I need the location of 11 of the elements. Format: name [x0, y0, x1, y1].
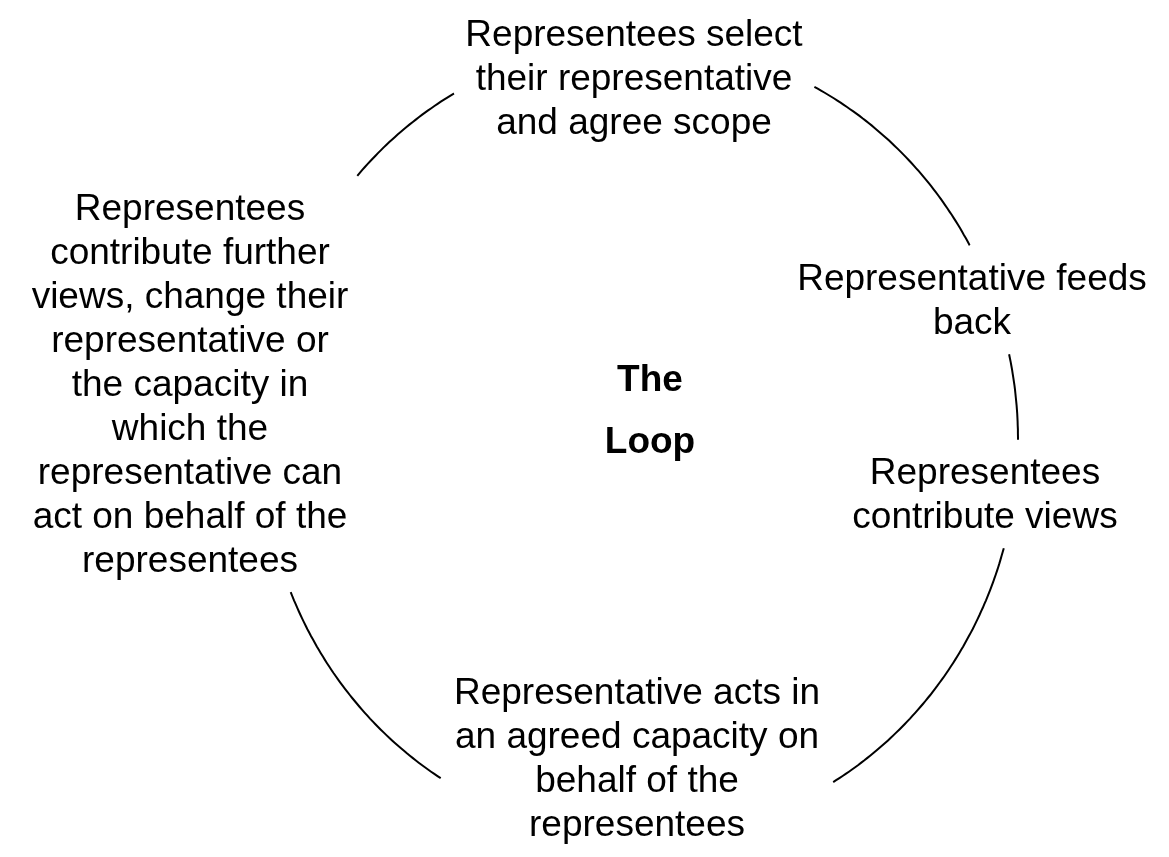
- connector-arc: [832, 547, 1005, 784]
- connector-arc: [356, 92, 455, 177]
- step-text: Representees contribute further views, change their representative or the capacity in which the representative can act on behalf of the representees: [31, 186, 349, 582]
- step-text: Representees contribute views: [851, 450, 1119, 538]
- connector-arc: [813, 85, 971, 247]
- connector-arc: [289, 591, 442, 780]
- connector-arc: [1008, 353, 1019, 441]
- step-text: Representees select their representative and agree scope: [464, 12, 804, 144]
- step-text: Representative feeds back: [796, 256, 1148, 344]
- center-title: The Loop: [603, 357, 697, 463]
- step-text: Representative acts in an agreed capacity on behalf of the representees: [452, 670, 822, 846]
